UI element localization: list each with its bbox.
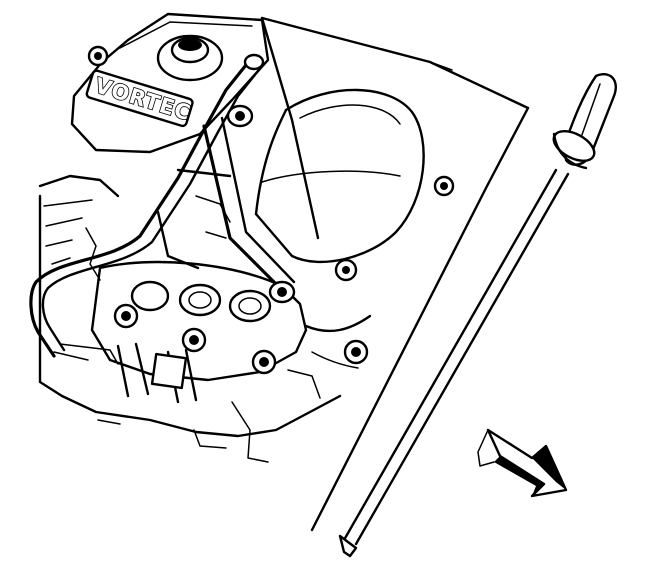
dipstick-tube [29, 53, 296, 358]
valve-cover: VORTEC [70, 12, 270, 154]
intake-plenum [254, 88, 455, 369]
exhaust-manifold [59, 260, 321, 404]
vortec-emblem-text: VORTEC [92, 73, 194, 125]
oil-level-dipstick [338, 73, 617, 558]
engine-cover-panel [260, 16, 530, 532]
cylinder-head [38, 168, 342, 463]
direction-arrow-icon [477, 428, 568, 498]
